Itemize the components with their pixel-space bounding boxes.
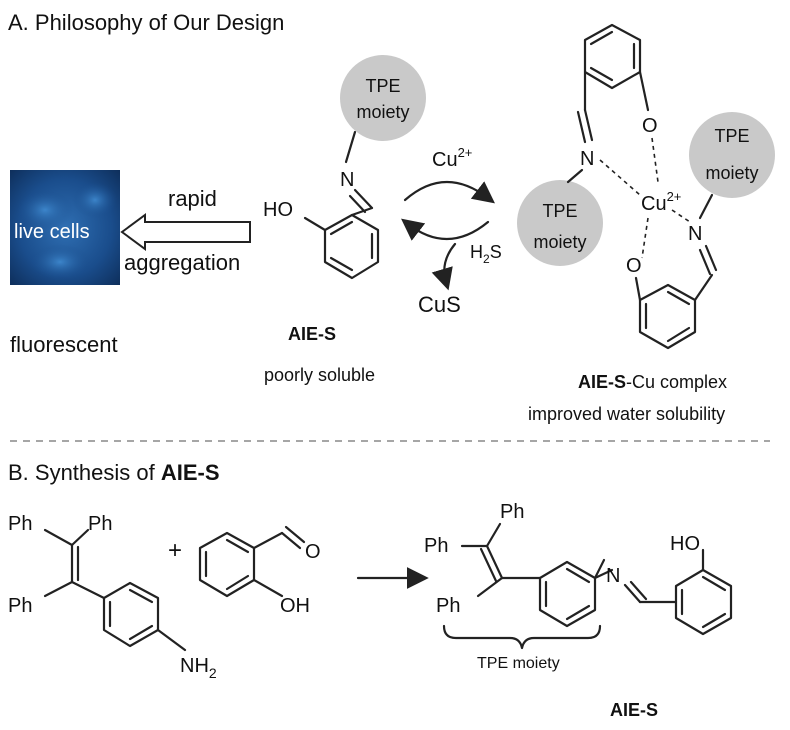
aggregation-label: aggregation — [124, 250, 240, 275]
tpe-label: TPE — [365, 76, 400, 96]
cu-reagent: Cu2+ — [432, 145, 472, 171]
cu-center: Cu2+ — [641, 189, 681, 215]
rapid-label: rapid — [168, 186, 217, 211]
n-atom: N — [340, 169, 354, 191]
ph-label-6: Ph — [436, 595, 460, 617]
tpe-moiety-label-b: TPE moiety — [477, 655, 560, 672]
tpe-label-left: TPE — [542, 201, 577, 221]
imine-n: N — [606, 565, 620, 587]
tpe-moiety-circle-left — [517, 180, 603, 266]
ph-label-3: Ph — [8, 595, 32, 617]
n-atom-bottom: N — [688, 223, 702, 245]
ph-label-4: Ph — [500, 501, 524, 523]
live-cells-label: live cells — [14, 221, 90, 243]
ph-label-1: Ph — [8, 513, 32, 535]
moiety-label: moiety — [356, 102, 409, 122]
tpe-brace — [442, 624, 602, 650]
aldehyde-o: O — [305, 541, 321, 563]
ho-group: HO — [263, 199, 293, 221]
aie-s-label-b: AIE-S — [610, 700, 658, 720]
aie-s-structure: TPE moiety N HO — [263, 55, 426, 280]
plus-sign: + — [168, 537, 182, 564]
salicylaldehyde-structure: O OH — [198, 525, 321, 617]
poorly-soluble-label: poorly soluble — [264, 365, 375, 385]
live-cells-image: live cells — [10, 170, 120, 285]
ph-label-2: Ph — [88, 513, 112, 535]
tpe-moiety-circle-right — [689, 112, 775, 198]
tpe-moiety-circle — [340, 55, 426, 141]
aggregation-arrow — [120, 213, 251, 251]
ho-group-product: HO — [670, 533, 700, 555]
o-atom-bottom: O — [626, 255, 642, 277]
cus-product: CuS — [418, 292, 461, 317]
ph-label-5: Ph — [424, 535, 448, 557]
complex-label: AIE-S-Cu complex — [578, 372, 727, 392]
nh2-group: NH2 — [180, 655, 217, 681]
o-atom-top: O — [642, 115, 658, 137]
improved-solubility-label: improved water solubility — [528, 404, 725, 424]
tpe-amine-structure: Ph Ph Ph NH2 — [8, 513, 217, 681]
oh-group: OH — [280, 595, 310, 617]
section-b-title: B. Synthesis of AIE-S — [8, 460, 220, 485]
aie-s-product-structure: Ph Ph Ph N HO — [424, 501, 733, 650]
h2s-reagent: H2S — [470, 242, 502, 266]
reversible-arrows — [401, 180, 495, 291]
aie-s-cu-complex: O N TPE moiety Cu2+ TPE moiety N O — [517, 23, 775, 350]
n-atom-top: N — [580, 148, 594, 170]
aie-s-label-a: AIE-S — [288, 324, 336, 344]
moiety-label-right: moiety — [705, 163, 758, 183]
moiety-label-left: moiety — [533, 232, 586, 252]
section-a-title: A. Philosophy of Our Design — [8, 10, 284, 35]
fluorescent-label: fluorescent — [10, 332, 118, 357]
tpe-label-right: TPE — [714, 126, 749, 146]
